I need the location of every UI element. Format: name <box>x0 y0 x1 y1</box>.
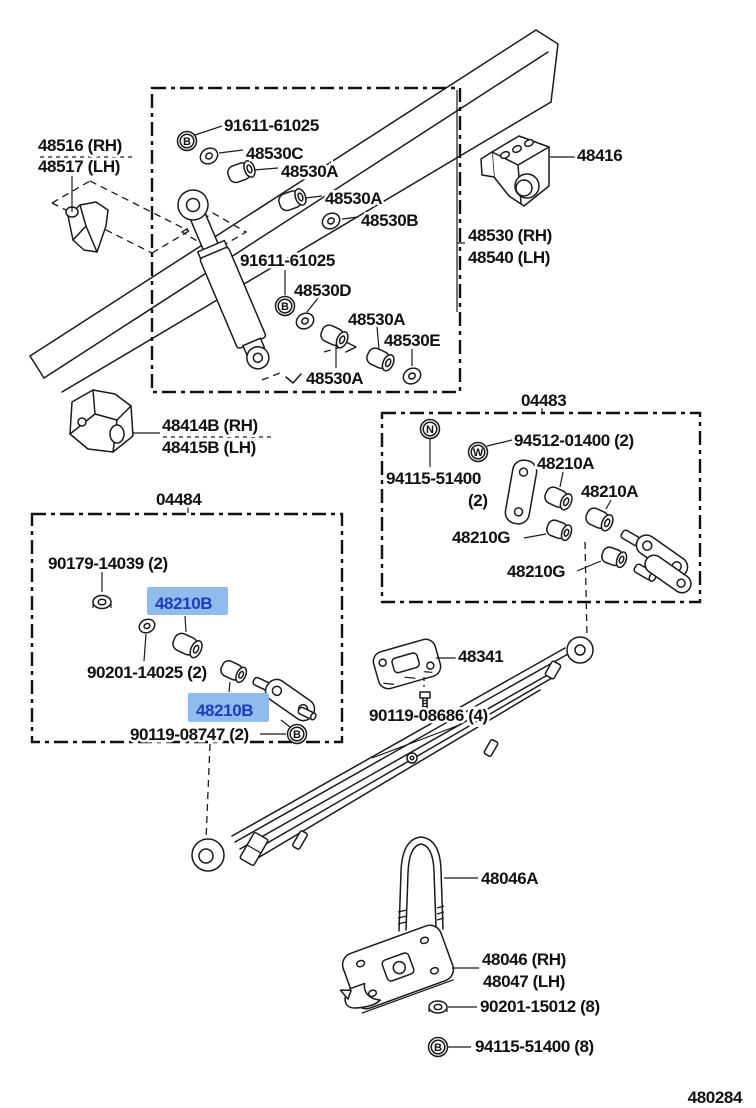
label-48046a: 48046A <box>481 869 538 888</box>
leader-lines <box>40 90 612 1048</box>
u-bolt-48046a <box>397 836 445 932</box>
diagram-code: 480284 <box>688 1088 743 1107</box>
bushing-48210a-1-part <box>544 486 573 511</box>
label-94512-01400: 94512-01400 (2) <box>514 431 634 450</box>
circled-b-icon: B <box>286 723 308 745</box>
label-04483: 04483 <box>521 391 566 410</box>
bushing-48530a-3-part <box>320 324 349 349</box>
circled-b-icon: B <box>427 1036 449 1058</box>
label-91611-61025-upper: 91611-61025 <box>224 116 319 135</box>
label-48414b-rh: 48414B (RH) <box>162 416 258 435</box>
label-48210b-1[interactable]: 48210B <box>155 594 213 613</box>
label-48530a-3: 48530A <box>348 310 405 329</box>
label-48540-lh: 48540 (LH) <box>468 248 550 267</box>
label-48210g-1: 48210G <box>452 528 510 547</box>
label-94115-51400-2-qty: (2) <box>468 491 488 510</box>
circled-w-icon: W <box>467 441 489 463</box>
front-bush-kit-parts <box>92 594 317 722</box>
bushing-48530a-4-part <box>366 347 395 372</box>
shock-kit-hardware <box>199 147 422 385</box>
spring-bumper-48341 <box>372 638 442 709</box>
label-90179-14039: 90179-14039 (2) <box>48 554 168 573</box>
label-90201-14025: 90201-14025 (2) <box>87 663 207 682</box>
label-90119-08686: 90119-08686 (4) <box>369 706 488 725</box>
hanger-pin-2 <box>297 706 317 721</box>
washer-48530e-part <box>402 367 422 385</box>
rear-bush-kit-parts <box>504 459 692 594</box>
shackle-link-plate <box>504 459 538 525</box>
washer-48530b-part <box>321 212 341 230</box>
part-labels: 91611-61025 48530C 48530A 48530A 48530B … <box>36 114 746 1108</box>
bushing-48210g-1-part <box>546 519 573 542</box>
svg-text:B: B <box>281 301 289 313</box>
bracket-48414b <box>69 389 134 453</box>
nut-90179-part <box>92 594 112 610</box>
svg-text:W: W <box>473 447 484 459</box>
label-48530d: 48530D <box>294 281 351 300</box>
label-48530e: 48530E <box>384 331 440 350</box>
label-48530-rh: 48530 (RH) <box>468 226 552 245</box>
nut-90201-15012-part <box>428 1000 448 1014</box>
bushing-48210a-2-part <box>585 507 614 532</box>
label-48415b-lh: 48415B (LH) <box>162 438 256 457</box>
washer-90201-part <box>138 618 156 634</box>
shock-absorber <box>177 189 270 370</box>
svg-text:B: B <box>434 1042 442 1054</box>
label-48530b: 48530B <box>361 211 418 230</box>
spring-clip-1 <box>292 830 308 850</box>
label-48210g-2: 48210G <box>507 562 565 581</box>
label-90201-15012: 90201-15012 (8) <box>480 997 600 1016</box>
bolt-90119-08686-part <box>419 691 431 709</box>
spring-seat-48046 <box>339 924 455 1014</box>
washer-48530d-part <box>295 312 315 330</box>
circled-b-icon: B <box>176 130 198 152</box>
bushing-48210b-1-part <box>172 632 203 659</box>
label-48517-lh: 48517 (LH) <box>38 157 120 176</box>
label-48210b-2[interactable]: 48210B <box>196 701 254 720</box>
label-48530a-2: 48530A <box>325 189 382 208</box>
highlight-48210b-1 <box>147 587 228 615</box>
leaf-spring <box>191 636 594 872</box>
label-48046-rh: 48046 (RH) <box>482 950 566 969</box>
label-48516-rh: 48516 (RH) <box>38 136 122 155</box>
spring-center-bolt <box>406 752 418 764</box>
shackle-plate-inner <box>644 554 692 594</box>
label-48416: 48416 <box>577 146 622 165</box>
svg-text:N: N <box>426 424 434 436</box>
bushing-48530a-1-part <box>227 160 256 184</box>
front-bush-kit-box <box>30 512 344 744</box>
label-04484: 04484 <box>156 490 202 509</box>
label-48530a-4: 48530A <box>306 369 363 388</box>
shock-kit-box <box>150 86 462 394</box>
svg-text:B: B <box>293 729 301 741</box>
bushing-48210b-2-part <box>220 660 248 684</box>
label-48210a-2: 48210A <box>581 482 638 501</box>
label-90119-08747: 90119-08747 (2) <box>130 725 249 744</box>
bracket-48516 <box>65 201 109 253</box>
circled-b-icon: B <box>274 295 296 317</box>
bracket-48416 <box>480 135 550 207</box>
frame-rail-beam <box>29 29 559 393</box>
label-94115-51400-2: 94115-51400 <box>386 469 481 488</box>
highlight-48210b-2 <box>188 693 269 722</box>
washer-48530c-part <box>199 147 219 165</box>
rear-bush-kit-box <box>380 411 702 604</box>
spring-clip-2 <box>483 739 499 757</box>
label-48047-lh: 48047 (LH) <box>483 972 565 991</box>
label-94115-51400-8: 94115-51400 (8) <box>475 1037 594 1056</box>
bushing-48210g-2-part <box>601 546 628 569</box>
circled-n-icon: N <box>419 418 441 440</box>
bushing-48530a-2-part <box>278 188 307 212</box>
svg-text:B: B <box>183 136 191 148</box>
label-91611-61025-lower: 91611-61025 <box>240 251 335 270</box>
label-48210a-1: 48210A <box>537 454 594 473</box>
label-48341: 48341 <box>458 647 503 666</box>
spring-rear-clip <box>544 660 562 680</box>
label-48530a-1: 48530A <box>281 162 338 181</box>
label-48530c: 48530C <box>246 144 303 163</box>
spring-center-clamp <box>239 831 269 867</box>
